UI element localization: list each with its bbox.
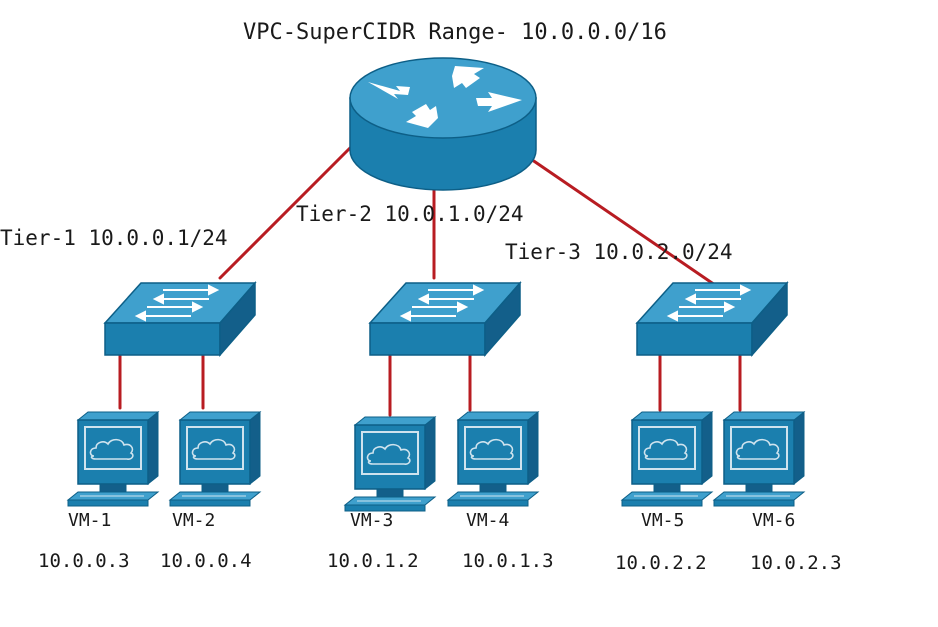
diagram-title: VPC-SuperCIDR Range- 10.0.0.0/16 (243, 20, 667, 45)
vm-3-name: VM-3 (350, 510, 394, 531)
tier-2-label: Tier-2 10.0.1.0/24 (296, 202, 524, 226)
vm-2-ip: 10.0.0.4 (160, 550, 252, 572)
switch-icon-tier3 (636, 282, 788, 356)
switch-icon-tier2 (369, 282, 521, 356)
workstation-icon-vm3 (344, 416, 436, 512)
switch-icon-tier1 (104, 282, 256, 356)
vm-6-ip: 10.0.2.3 (750, 552, 842, 574)
vm-3-ip: 10.0.1.2 (327, 550, 419, 572)
workstation-icon-vm6 (713, 411, 805, 507)
workstation-icon-vm5 (621, 411, 713, 507)
tier-3-label: Tier-3 10.0.2.0/24 (505, 240, 733, 264)
vm-1-name: VM-1 (68, 510, 112, 531)
workstation-icon-vm4 (447, 411, 539, 507)
vm-5-ip: 10.0.2.2 (615, 552, 707, 574)
workstation-icon-vm1 (67, 411, 159, 507)
vm-4-ip: 10.0.1.3 (462, 550, 554, 572)
tier-1-label: Tier-1 10.0.0.1/24 (0, 226, 228, 250)
vm-2-name: VM-2 (172, 510, 216, 531)
router-icon (349, 57, 537, 191)
vm-5-name: VM-5 (641, 510, 685, 531)
link-router-tier3 (523, 153, 717, 287)
vm-1-ip: 10.0.0.3 (38, 550, 130, 572)
vm-4-name: VM-4 (466, 510, 510, 531)
vm-6-name: VM-6 (752, 510, 796, 531)
link-router-tier1 (218, 146, 352, 280)
workstation-icon-vm2 (169, 411, 261, 507)
